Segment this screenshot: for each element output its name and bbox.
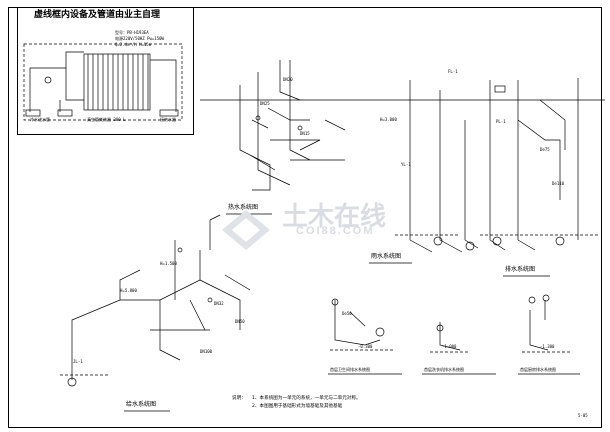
title-kitchen-drain: 首层厨房排水系统图 bbox=[520, 367, 556, 372]
tag-de75: De75 bbox=[540, 147, 550, 152]
title-supply-water: 给水系统图 bbox=[126, 401, 157, 408]
tag-dn25-hw: DN25 bbox=[260, 101, 270, 106]
notes-prefix: 说明： bbox=[232, 396, 246, 401]
sheet-number: 5-05 bbox=[578, 413, 588, 418]
watermark-brand: 土木在线 bbox=[282, 201, 387, 231]
tag-de50: De50 bbox=[342, 311, 352, 316]
title-toilet-drain: 首层卫生间排水系统图 bbox=[330, 367, 370, 372]
notes-line-2: 2、本图图用于基础形式为墙基础及其他基础 bbox=[252, 404, 343, 409]
tag-pl1: PL-1 bbox=[496, 119, 506, 124]
tag-h5800: H=5.800 bbox=[120, 288, 137, 293]
inset-spec-flow: Q=2.4m³/h H=15m bbox=[115, 42, 152, 47]
tag-yl1: YL-1 bbox=[401, 162, 411, 167]
inset-spec-power: 电源220V/50HZ Pw=150W bbox=[115, 36, 164, 41]
tag-dn32: DN32 bbox=[214, 301, 224, 306]
tag-de110: De110 bbox=[552, 181, 565, 186]
title-hot-water: 热水系统图 bbox=[228, 204, 259, 211]
equipment-inset-box bbox=[17, 7, 194, 135]
inset-spec-model: 型号：PB-H193EA bbox=[115, 30, 149, 35]
inset-label-cold-in: 冷水进水管 bbox=[30, 117, 50, 122]
tag-jl1: JL-1 bbox=[73, 359, 83, 364]
tag-neg1300: -1.300 bbox=[540, 344, 555, 349]
tag-fl1: FL-1 bbox=[448, 69, 458, 74]
title-rain-water: 雨水系统图 bbox=[371, 253, 402, 260]
tag-dn15-hw: DN15 bbox=[300, 131, 310, 136]
notes-line-1: 1、本系统图为一单元的系统，一单元与二单元对称。 bbox=[252, 396, 361, 401]
tag-dn100: DN100 bbox=[200, 349, 213, 354]
tag-h1500: H=1.500 bbox=[160, 261, 177, 266]
watermark-url: COI88.COM bbox=[296, 225, 375, 237]
inset-label-tank-out: 接热水器 bbox=[160, 117, 176, 122]
inset-heading: 虚线框内设备及管道由业主自理 bbox=[34, 10, 161, 20]
watermark-logo-icon bbox=[222, 210, 270, 250]
solar-collector bbox=[83, 53, 151, 111]
title-washer-drain: 首层洗衣机排水系统图 bbox=[424, 367, 464, 372]
tag-dn20-hw: DN20 bbox=[283, 77, 293, 82]
inset-label-heater: 真空管集热器 200 L bbox=[87, 117, 126, 122]
tag-h3000: H=3.000 bbox=[380, 117, 397, 122]
tag-neg0300: -0.300 bbox=[358, 344, 373, 349]
title-drainage: 排水系统图 bbox=[505, 266, 536, 273]
tag-neg1000: -1.000 bbox=[442, 344, 457, 349]
sheet-border bbox=[8, 7, 602, 428]
